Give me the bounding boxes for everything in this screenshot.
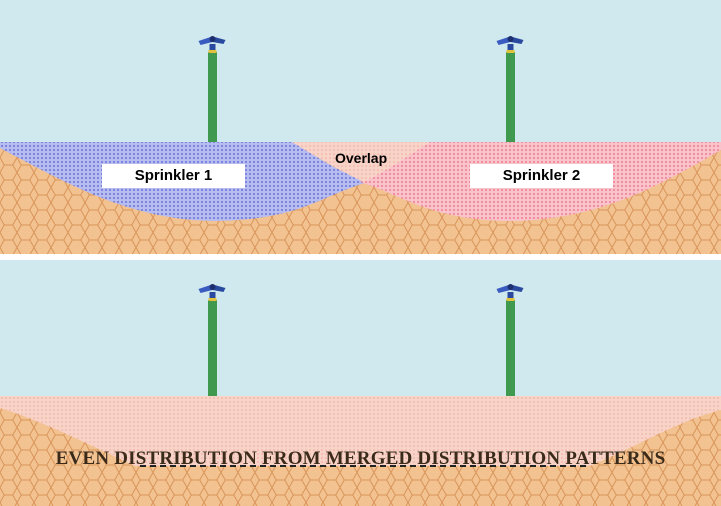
overlap-zone bbox=[292, 142, 430, 182]
top-riser-1 bbox=[208, 52, 217, 142]
sprinkler-1-label: Sprinkler 1 bbox=[102, 164, 245, 188]
top-riser-2 bbox=[506, 52, 515, 142]
panel-divider bbox=[0, 254, 721, 260]
top-panel bbox=[0, 0, 721, 254]
bottom-panel bbox=[0, 260, 721, 506]
bottom-riser-1 bbox=[208, 300, 217, 396]
top-sky bbox=[0, 0, 721, 142]
sprinkler-2-label: Sprinkler 2 bbox=[470, 164, 613, 188]
overlap-label: Overlap bbox=[335, 150, 388, 166]
merged-distribution bbox=[0, 396, 721, 466]
bottom-sky bbox=[0, 260, 721, 396]
bottom-caption: EVEN DISTRIBUTION FROM MERGED DISTRIBUTI… bbox=[55, 448, 666, 469]
bottom-riser-2 bbox=[506, 300, 515, 396]
